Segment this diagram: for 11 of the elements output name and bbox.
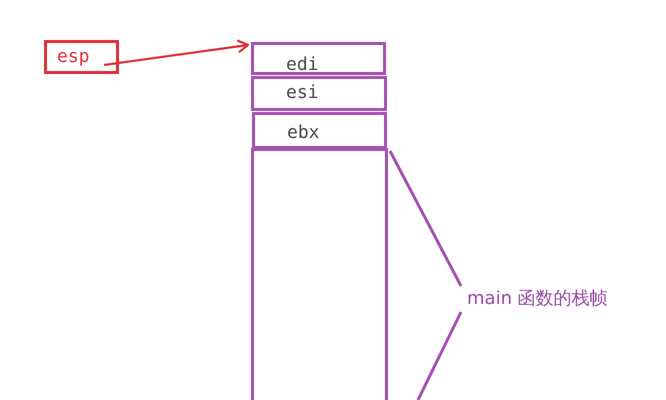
- register-name: esp: [57, 46, 90, 67]
- stack-slot: [251, 76, 387, 111]
- pointer-box: [44, 40, 119, 74]
- frame-label: main 函数的栈帧: [467, 287, 608, 310]
- stack-slot: [251, 42, 386, 75]
- arrow: [104, 39, 250, 66]
- stack-slot: [252, 112, 387, 149]
- stack-frame-box: [251, 148, 388, 400]
- register-name: ebx: [287, 122, 320, 143]
- register-name: esi: [286, 82, 319, 103]
- register-name: edi: [286, 54, 319, 75]
